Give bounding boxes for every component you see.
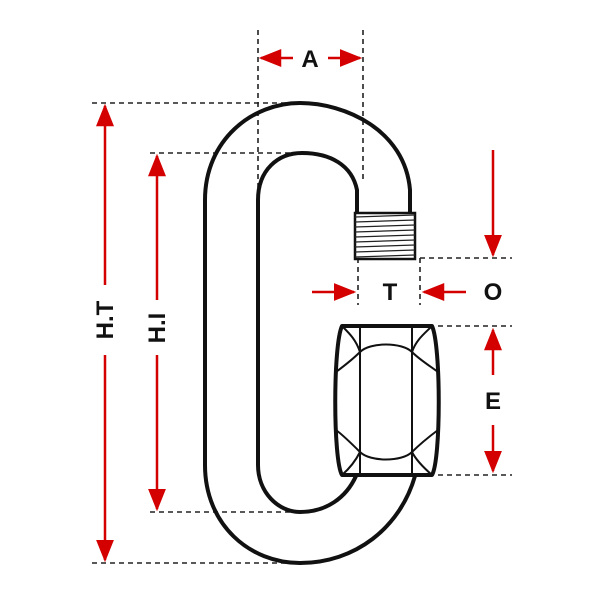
thread-lines [354, 214, 416, 258]
label-e: E [485, 388, 501, 415]
dimension-labels: A T O E H.T H.I [92, 46, 502, 415]
dimension-arrows [96, 49, 502, 563]
label-t: T [383, 279, 398, 306]
link-outer-outline [203, 101, 417, 565]
quick-link-body [203, 101, 417, 565]
threaded-tip [353, 211, 417, 261]
extension-lines [92, 30, 512, 564]
label-ht: H.T [92, 300, 119, 339]
label-hi: H.I [144, 313, 171, 344]
label-a: A [301, 46, 318, 73]
label-o: O [484, 279, 503, 306]
link-inner-outline [256, 151, 359, 514]
hex-nut-sleeve [333, 324, 441, 477]
